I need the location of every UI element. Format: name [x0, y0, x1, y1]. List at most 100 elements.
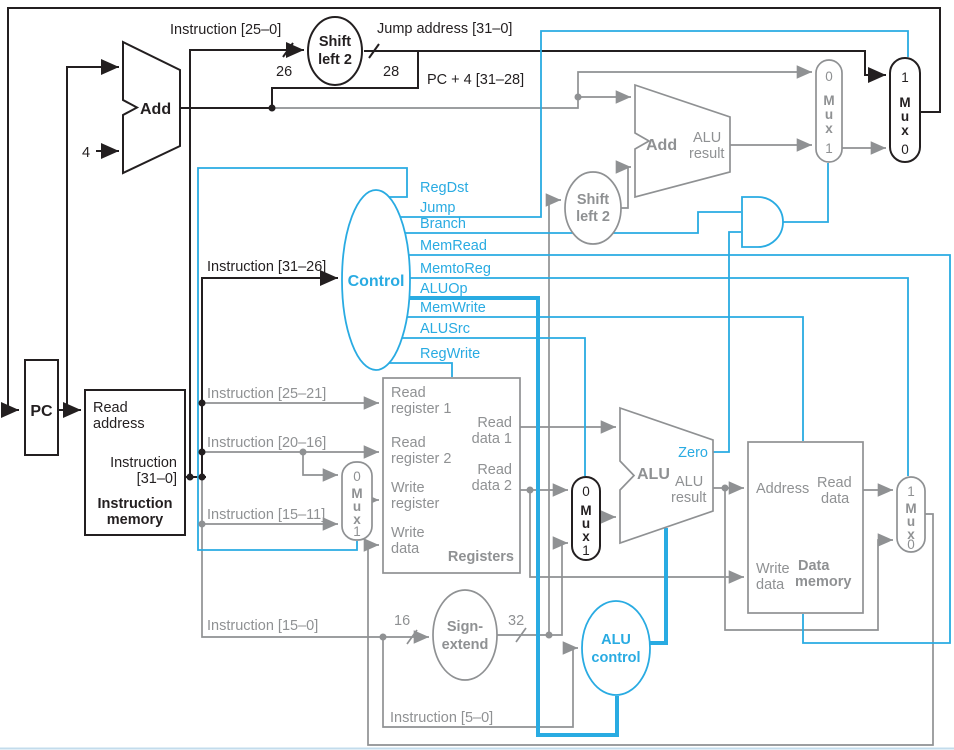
junction-sign-extend-out — [545, 631, 553, 639]
junction-instr-15-11 — [198, 520, 206, 528]
branch-mux-m: M — [823, 93, 834, 108]
label-pc-plus-4: PC + 4 [31–28] — [427, 72, 524, 88]
regdst-mux — [341, 461, 373, 541]
branch-mux-u: u — [825, 107, 833, 122]
jump-mux-x: x — [901, 123, 909, 138]
junction-instr-25-21 — [198, 399, 206, 407]
alusrc-mux-m: M — [580, 503, 591, 518]
signal-aluop: ALUOp — [420, 281, 468, 297]
label-instruction-25-21: Instruction [25–21] — [207, 386, 326, 402]
junction-pc-out — [63, 406, 71, 414]
imem-read-address-1: Read — [93, 400, 128, 416]
reg-read-data-1b: data 1 — [472, 431, 512, 447]
junction-alu-result — [721, 484, 729, 492]
slash-16 — [406, 629, 418, 645]
label-instruction-31-26: Instruction [31–26] — [207, 259, 326, 275]
branch-mux — [815, 59, 843, 163]
pc-label: PC — [30, 403, 53, 420]
wire-and-to-branch-mux — [782, 163, 829, 223]
branch-adder-result-2: result — [689, 146, 724, 162]
dmem-name-1: Data — [798, 558, 830, 574]
wire-instr-20-16-to-mux — [302, 452, 338, 482]
alu-result-1: ALU — [675, 474, 703, 490]
alu-control-label-2: control — [591, 650, 640, 666]
wire-offset-to-shift — [545, 193, 561, 635]
label-jump-address: Jump address [31–0] — [377, 21, 512, 37]
junction-pc4 — [268, 104, 276, 112]
signal-regwrite: RegWrite — [420, 346, 480, 362]
dmem-name-2: memory — [795, 574, 851, 590]
junction-read-data-2 — [526, 486, 534, 494]
memtoreg-mux-m: M — [905, 501, 916, 516]
and-gate — [741, 196, 784, 248]
alu-result-2: result — [671, 490, 706, 506]
signal-memwrite: MemWrite — [420, 300, 486, 316]
wire-jump — [400, 30, 909, 218]
regdst-mux-m: M — [351, 486, 362, 501]
slash-28 — [368, 43, 380, 59]
alu-block — [619, 406, 714, 545]
jump-mux-in0: 0 — [901, 142, 909, 157]
alusrc-mux-in1: 1 — [582, 543, 590, 558]
control-block — [341, 189, 411, 371]
wire-pc-to-add — [66, 59, 119, 410]
alusrc-mux-x: x — [582, 529, 590, 544]
sign-extend-label-1: Sign- — [447, 619, 483, 635]
wire-pc4-high-bits — [271, 51, 419, 108]
jump-mux — [889, 57, 921, 163]
wire-alusrc — [402, 337, 586, 476]
signal-memread: MemRead — [420, 238, 487, 254]
dmem-write-data-b: data — [756, 577, 785, 593]
alu-control-label-1: ALU — [601, 632, 631, 648]
slash-32 — [515, 627, 527, 643]
wire-regdst — [197, 167, 408, 551]
label-zero: Zero — [678, 445, 708, 461]
alusrc-mux — [571, 476, 601, 561]
imem-out-1: Instruction — [110, 455, 177, 471]
wire-instruction-15-0 — [201, 477, 429, 644]
regdst-mux-u: u — [353, 499, 361, 514]
imem-name-1: Instruction — [98, 496, 173, 512]
dmem-read-data-a: Read — [817, 475, 852, 491]
wire-read-data-2-to-dmem — [529, 490, 744, 584]
junction-pc4-branch — [574, 93, 582, 101]
branch-adder-label: Add — [646, 137, 677, 154]
junction-instr-15-0 — [379, 633, 387, 641]
jump-mux-in1: 1 — [901, 70, 909, 85]
junction-instr-20-16 — [198, 448, 206, 456]
wire-pc-feedback-loop — [1, 7, 941, 418]
reg-write-register-a: Write — [391, 480, 425, 496]
imem-out-2: [31–0] — [137, 471, 177, 487]
label-instruction-15-0: Instruction [15–0] — [207, 618, 318, 634]
wire-memtoreg — [410, 277, 909, 476]
data-memory-block — [747, 441, 864, 614]
control-label: Control — [348, 273, 405, 290]
junction-instr-b — [198, 473, 206, 481]
shift-left-2-jump-label-1: Shift — [319, 34, 351, 50]
regdst-mux-in0: 0 — [353, 469, 361, 484]
imem-name-2: memory — [107, 512, 163, 528]
shift-left-2-branch-label-2: left 2 — [576, 209, 610, 225]
instruction-memory-block — [84, 389, 186, 536]
wire-aluop — [409, 296, 619, 737]
branch-adder-result-1: ALU — [693, 130, 721, 146]
wire-memread — [409, 254, 951, 644]
label-width-16: 16 — [394, 613, 410, 629]
label-instruction-15-11: Instruction [15–11] — [207, 507, 325, 523]
wire-instruction-5-0 — [382, 637, 578, 728]
wire-jump-address — [364, 50, 886, 83]
wire-pc4-main — [272, 65, 812, 109]
label-instruction-25-0: Instruction [25–0] — [170, 22, 281, 38]
slash-26 — [282, 42, 294, 58]
signal-alusrc: ALUSrc — [420, 321, 470, 337]
signal-jump: Jump — [420, 200, 455, 216]
memtoreg-mux-u: u — [907, 514, 915, 529]
reg-write-register-b: register — [391, 496, 440, 512]
label-width-32: 32 — [508, 613, 524, 629]
branch-mux-x: x — [825, 121, 833, 136]
imem-read-address-2: address — [93, 416, 145, 432]
reg-read-register-1a: Read — [391, 385, 426, 401]
dmem-write-data-a: Write — [756, 561, 790, 577]
signal-branch: Branch — [420, 216, 466, 232]
